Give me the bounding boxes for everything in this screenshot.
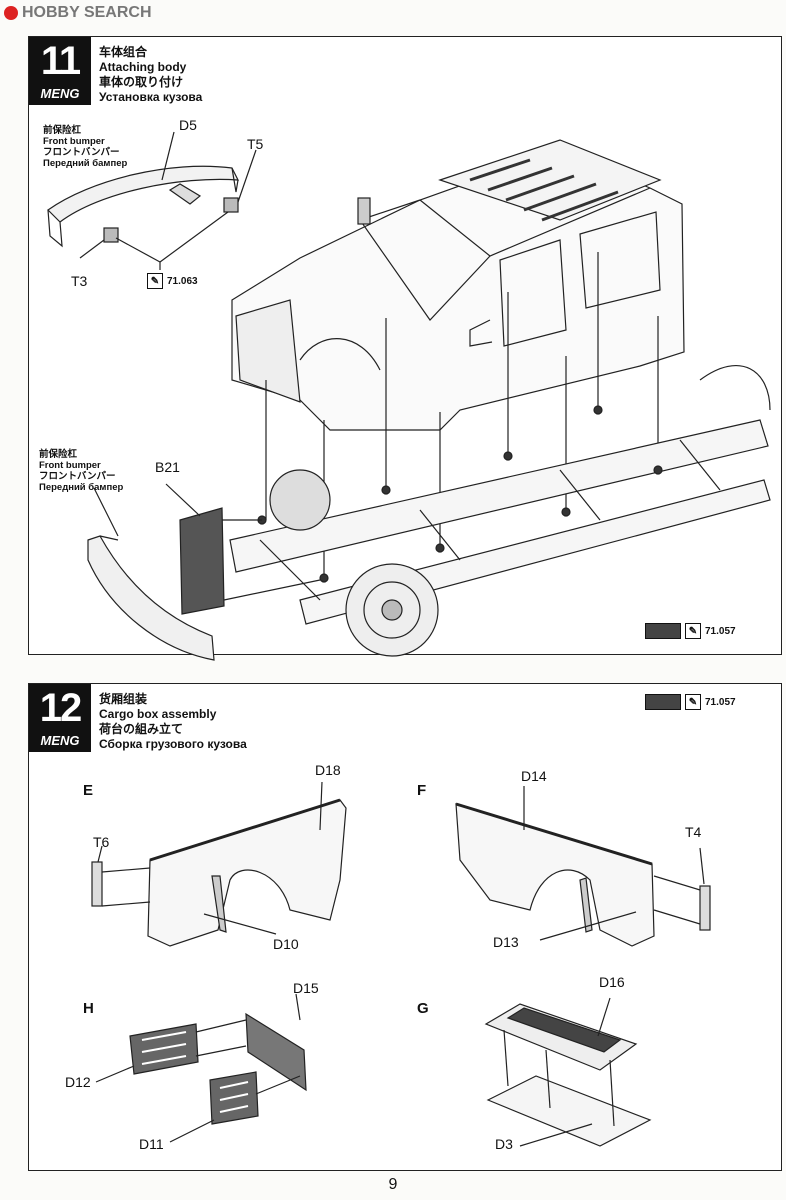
front-bumper-ru: Передний бампер bbox=[39, 482, 124, 493]
part-label-d16: D16 bbox=[599, 974, 625, 990]
brush-icon: ✎ bbox=[685, 694, 701, 710]
hobby-search-logo-icon bbox=[4, 6, 18, 20]
step-12-badge: 12 MENG bbox=[29, 684, 91, 752]
step-12-title-ru: Сборка грузового кузова bbox=[99, 737, 247, 751]
page-number: 9 bbox=[388, 1176, 398, 1193]
section-label-g: G bbox=[417, 1000, 429, 1017]
front-bumper-top-drawing bbox=[47, 131, 257, 270]
paint-code: 71.063 bbox=[167, 275, 198, 287]
part-label-d3: D3 bbox=[495, 1136, 513, 1152]
watermark-text: HOBBY SEARCH bbox=[22, 4, 152, 21]
part-label-d18: D18 bbox=[315, 762, 341, 778]
front-bumper-bottom-drawing bbox=[87, 483, 321, 661]
step-11-title-ru: Установка кузова bbox=[99, 90, 203, 104]
front-bumper-cn: 前保险杠 bbox=[43, 125, 82, 136]
front-bumper-ru: Передний бампер bbox=[43, 158, 128, 169]
chassis-drawing bbox=[229, 364, 771, 657]
front-bumper-cn: 前保险杠 bbox=[39, 449, 78, 460]
step-11-title-jp: 車体の取り付け bbox=[99, 75, 184, 89]
front-bumper-jp: フロントバンパー bbox=[39, 471, 116, 482]
section-label-f: F bbox=[417, 782, 427, 799]
step-12-title-en: Cargo box assembly bbox=[99, 707, 217, 721]
front-bumper-en: Front bumper bbox=[39, 460, 101, 471]
paint-code: 71.057 bbox=[705, 696, 736, 708]
part-label-d14: D14 bbox=[521, 768, 547, 784]
part-label-d10: D10 bbox=[273, 936, 299, 952]
section-label-h: H bbox=[83, 1000, 94, 1017]
part-label-d5: D5 bbox=[179, 117, 197, 133]
part-label-t4: T4 bbox=[685, 824, 702, 840]
paint-callout-bumper: ✎ 71.063 bbox=[147, 273, 198, 289]
part-label-t5: T5 bbox=[247, 136, 264, 152]
paint-callout-cargo: ✎ 71.057 bbox=[645, 694, 736, 710]
watermark: HOBBY SEARCH bbox=[4, 4, 152, 22]
step-11-titles: 车体组合 Attaching body 車体の取り付け Установка ку… bbox=[99, 45, 202, 105]
part-label-t6: T6 bbox=[93, 834, 110, 850]
step-11-number: 11 bbox=[40, 39, 81, 83]
part-label-d13: D13 bbox=[493, 934, 519, 950]
step-11-title-en: Attaching body bbox=[99, 60, 187, 74]
side-panel-f-drawing bbox=[455, 786, 711, 947]
front-bumper-en: Front bumper bbox=[43, 136, 105, 147]
paint-code: 71.057 bbox=[705, 625, 736, 637]
paint-swatch bbox=[645, 694, 681, 710]
front-bumper-caption-bottom: 前保险杠 Front bumper フロントバンパー Передний бамп… bbox=[39, 449, 123, 493]
step-12-number: 12 bbox=[39, 686, 83, 730]
bed-floor-g-drawing bbox=[484, 997, 652, 1147]
step-12-titles: 货厢组装 Cargo box assembly 荷台の組み立て Сборка г… bbox=[99, 692, 247, 752]
step-12-brand: MENG bbox=[40, 733, 80, 748]
part-label-t3: T3 bbox=[71, 273, 88, 289]
step-11-title-cn: 车体组合 bbox=[99, 45, 148, 59]
step-11-badge: 11 MENG bbox=[29, 37, 91, 105]
front-bumper-jp: フロントバンパー bbox=[43, 147, 120, 158]
brush-icon: ✎ bbox=[147, 273, 163, 289]
front-bumper-caption-top: 前保险杠 Front bumper フロントバンパー Передний бамп… bbox=[43, 125, 127, 169]
truck-body-drawing bbox=[231, 139, 685, 580]
section-label-e: E bbox=[83, 782, 94, 799]
part-label-d15: D15 bbox=[293, 980, 319, 996]
step-11-brand: MENG bbox=[40, 86, 80, 101]
part-label-d12: D12 bbox=[65, 1074, 91, 1090]
paint-swatch bbox=[645, 623, 681, 639]
part-label-b21: B21 bbox=[155, 459, 180, 475]
tailgate-h-drawing bbox=[95, 993, 307, 1143]
part-label-d11: D11 bbox=[139, 1136, 164, 1152]
side-panel-e-drawing bbox=[91, 781, 347, 947]
step-12-title-cn: 货厢组装 bbox=[99, 692, 148, 706]
step-12-title-jp: 荷台の組み立て bbox=[99, 722, 184, 736]
paint-callout-frame: ✎ 71.057 bbox=[645, 623, 736, 639]
brush-icon: ✎ bbox=[685, 623, 701, 639]
